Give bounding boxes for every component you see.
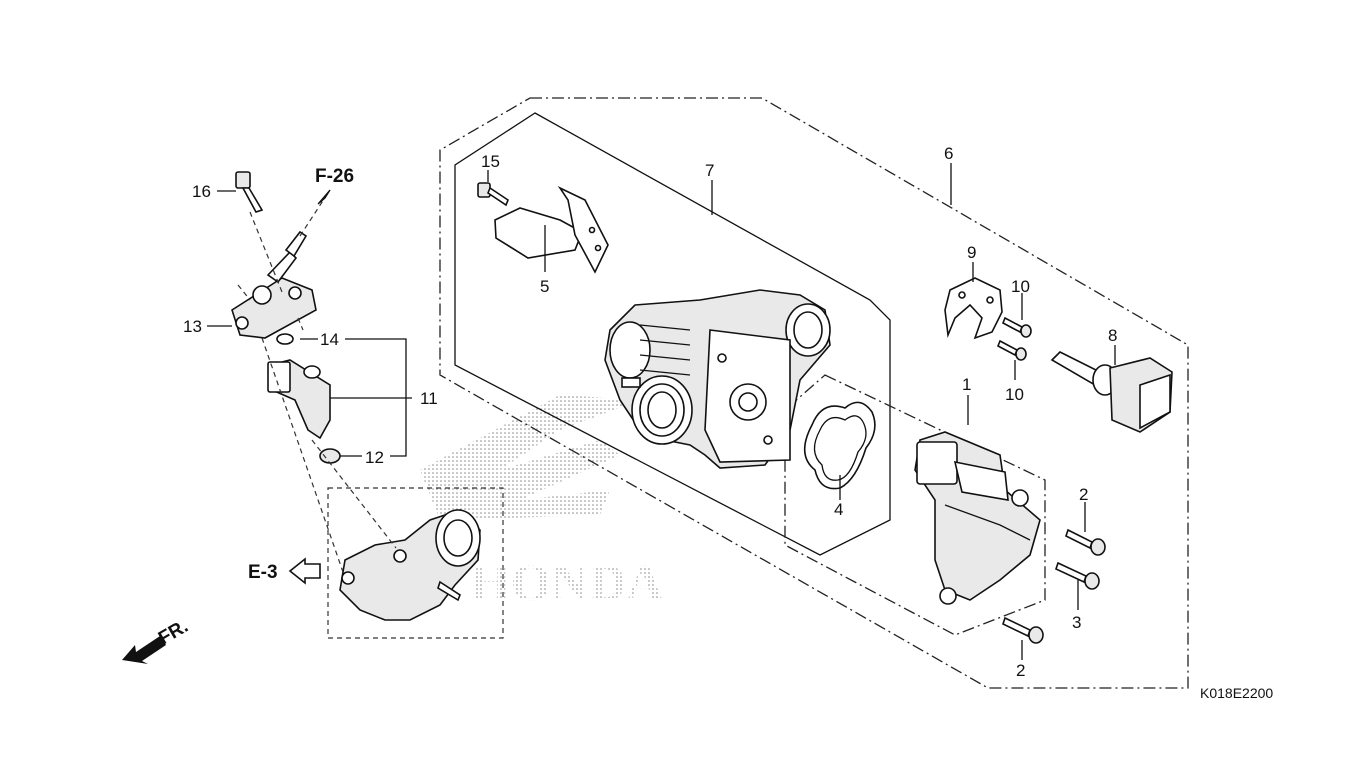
left-arrow-icon	[288, 557, 321, 585]
callout-7: 7	[705, 161, 714, 180]
leader-lines	[207, 163, 1116, 660]
oring-14	[276, 333, 294, 345]
bracket-5	[494, 186, 609, 274]
honda-watermark: HONDA	[420, 395, 664, 612]
callout-12: 12	[365, 448, 384, 467]
throttle-body-7	[604, 289, 831, 469]
callout-1: 1	[962, 375, 971, 394]
bolt-3	[1055, 561, 1100, 590]
sensor-1	[914, 431, 1041, 605]
callout-2-lower: 2	[1016, 661, 1025, 680]
bolt-2-lower	[1002, 616, 1044, 644]
callout-5: 5	[540, 277, 549, 296]
gasket-4	[803, 401, 876, 490]
bolt-15	[477, 182, 509, 207]
callout-14: 14	[320, 330, 339, 349]
watermark-text: HONDA	[470, 555, 664, 612]
callout-13: 13	[183, 317, 202, 336]
callout-10-upper: 10	[1011, 277, 1030, 296]
intake-pipe	[339, 509, 481, 621]
callout-2-upper: 2	[1079, 485, 1088, 504]
ref-intake-label: E-3	[248, 562, 278, 583]
bolt-2-upper	[1065, 528, 1106, 556]
delivery-pipe-13	[231, 230, 317, 339]
ref-fuel-label: F-26	[315, 166, 354, 187]
plate-9	[944, 277, 1003, 340]
bolt-16	[235, 171, 264, 213]
diagram-code: K018E2200	[1200, 685, 1273, 701]
front-direction-arrow-icon	[122, 636, 166, 664]
callout-6: 6	[944, 144, 953, 163]
callout-9: 9	[967, 243, 976, 262]
assembly-7-boundary	[454, 112, 891, 556]
seal-12	[319, 448, 341, 464]
callout-11: 11	[420, 389, 438, 408]
sensor-8	[1050, 351, 1173, 433]
screw-10-upper	[1001, 316, 1032, 338]
callout-10-lower: 10	[1005, 385, 1024, 404]
callout-8: 8	[1108, 326, 1117, 345]
screw-10-lower	[996, 339, 1027, 361]
injector-11	[267, 359, 331, 440]
callout-4: 4	[834, 500, 843, 519]
callout-15: 15	[481, 152, 500, 171]
assembly-6-boundary	[439, 97, 1189, 689]
callout-16: 16	[192, 182, 211, 201]
callout-3: 3	[1072, 613, 1081, 632]
